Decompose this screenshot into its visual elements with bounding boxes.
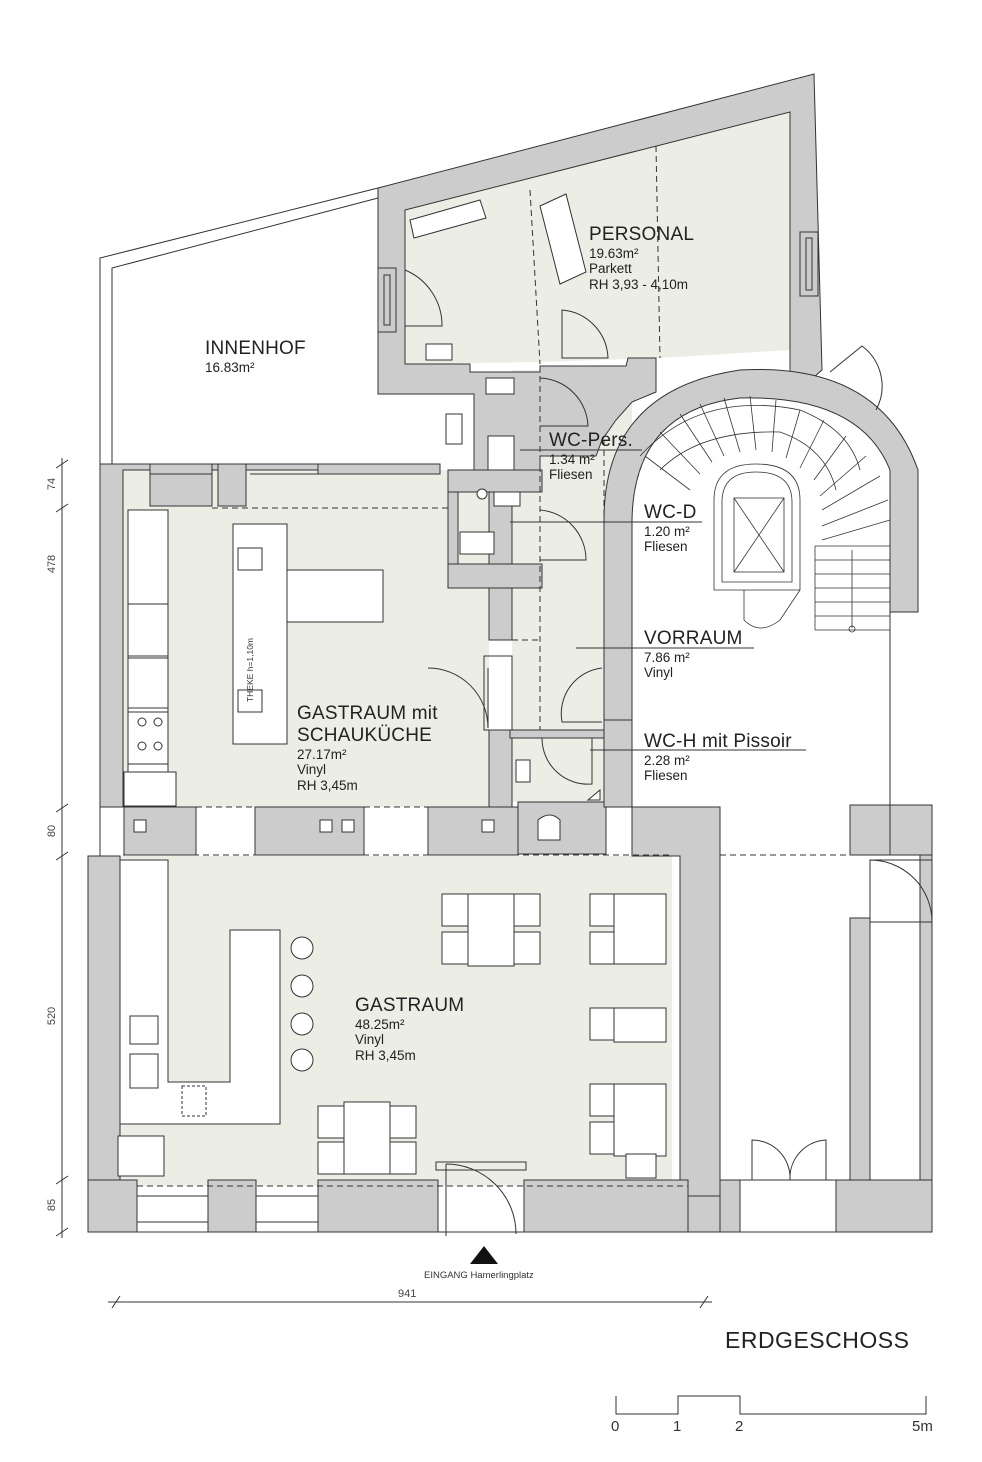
door-personal-left (404, 269, 443, 327)
wall-wc-d-top (447, 469, 543, 493)
wall-left-2 (87, 855, 121, 1181)
label-vorraum: VORRAUM 7.86 m² Vinyl (644, 628, 743, 681)
dim-74: 74 (46, 477, 59, 491)
door-personal-right (561, 309, 609, 359)
label-gastraum: GASTRAUM 48.25m² Vinyl RH 3,45m (355, 995, 465, 1063)
door-bottom-right (751, 1139, 827, 1181)
dim-478: 478 (46, 554, 59, 574)
wall-right-5 (849, 917, 871, 1181)
door-right (869, 859, 933, 923)
innenhof-boundary (99, 187, 379, 464)
door-wcd (539, 509, 587, 561)
theke-label: THEKE h=1,10m (245, 637, 256, 703)
personal-fill (405, 112, 790, 364)
label-wc-pers: WC-Pers. 1.34 m² Fliesen (549, 430, 633, 483)
wall-wc-d-left (447, 491, 459, 565)
label-wc-d: WC-D 1.20 m² Fliesen (644, 502, 697, 555)
leader-lines (510, 449, 806, 751)
wall-right-4 (849, 804, 891, 856)
gastraum-schaukueche-fill (123, 470, 489, 807)
label-personal: PERSONAL 19.63m² Parkett RH 3,93 - 4,10m (589, 224, 695, 292)
pier-3 (317, 463, 441, 475)
pier-1 (149, 463, 213, 507)
label-gastraum-schaukueche: GASTRAUM mit SCHAUKÜCHE 27.17m² Vinyl RH… (297, 703, 438, 793)
door-gast-k (427, 667, 489, 729)
thin-lines (88, 187, 932, 1233)
plan-title: ERDGESCHOSS (725, 1327, 910, 1353)
wall-bot-2 (317, 1179, 439, 1233)
wall-bot-1 (207, 1179, 257, 1233)
scale-1: 1 (673, 1418, 682, 1435)
wall-right-2 (603, 719, 633, 808)
entrance-label: EINGANG Hamerlingplatz (424, 1270, 534, 1281)
wall-corridor-left2 (488, 729, 513, 808)
walls (87, 73, 933, 1233)
scale-2: 2 (735, 1418, 744, 1435)
wall-bot-4 (719, 1179, 741, 1233)
dim-85: 85 (46, 1198, 59, 1212)
wall-bot-6 (919, 854, 933, 1181)
door-stair-out (829, 345, 883, 411)
door-vorraum (560, 667, 603, 723)
wall-bot-3 (523, 1179, 689, 1233)
door-entrance (445, 1163, 517, 1236)
wall-mid-3 (427, 806, 519, 856)
staircase (639, 395, 891, 633)
wall-stair (603, 368, 919, 721)
wall-wch (509, 729, 607, 739)
dim-520: 520 (46, 1006, 59, 1026)
pier-2 (217, 463, 247, 507)
scale-0: 0 (611, 1418, 620, 1435)
entrance-arrow (470, 1246, 498, 1264)
door-wc-pers (539, 377, 589, 427)
dim-80: 80 (46, 824, 59, 838)
door-wch (541, 737, 593, 785)
scale-5m: 5m (912, 1418, 933, 1435)
label-wc-h: WC-H mit Pissoir 2.28 m² Fliesen (644, 731, 792, 784)
doors (377, 231, 933, 1236)
label-innenhof: INNENHOF 16.83m² (205, 338, 306, 375)
wall-wc-d-bot (447, 563, 543, 589)
dim-941: 941 (398, 1288, 417, 1300)
wall-right-3 (889, 804, 933, 856)
wall-bot-5 (835, 1179, 933, 1233)
dimension-lines (55, 458, 927, 1415)
scale-bar (615, 1395, 927, 1415)
wall-wch-bot (517, 801, 607, 855)
dashed-lines (123, 145, 920, 1187)
furniture (117, 193, 667, 1179)
